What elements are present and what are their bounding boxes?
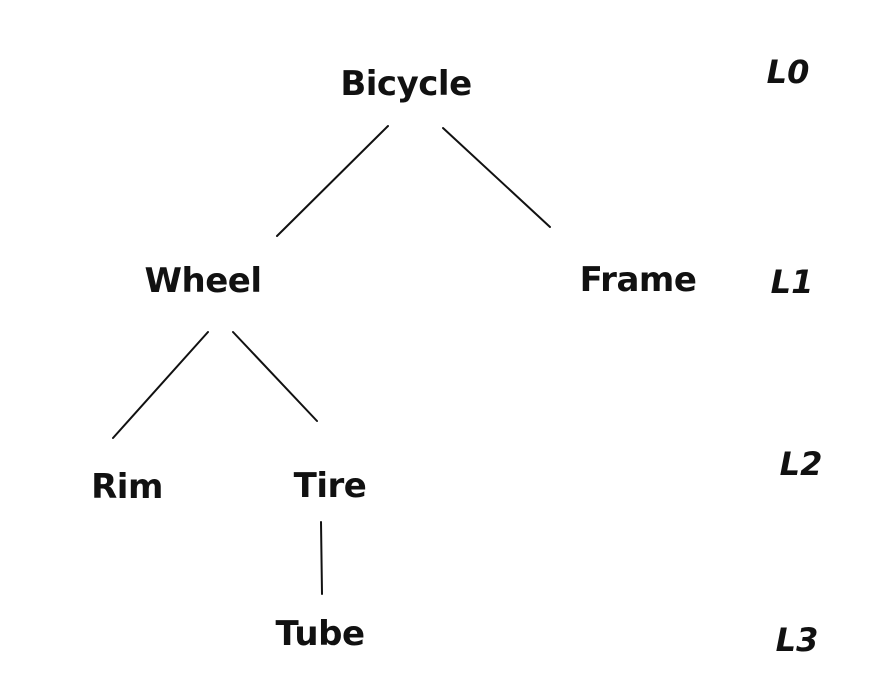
edge-tire-tube — [320, 521, 323, 595]
edge-bicycle-wheel — [276, 125, 389, 237]
node-tube: Tube — [275, 614, 365, 654]
level-label-l2: L2 — [779, 445, 823, 483]
node-tire: Tire — [293, 466, 367, 506]
node-frame: Frame — [579, 260, 697, 300]
node-wheel: Wheel — [144, 261, 262, 301]
level-label-l0: L0 — [766, 53, 810, 91]
edge-bicycle-frame — [442, 127, 551, 228]
level-label-l1: L1 — [770, 263, 814, 301]
node-bicycle: Bicycle — [340, 64, 472, 104]
edge-wheel-rim — [112, 331, 209, 439]
edge-wheel-tire — [232, 331, 318, 422]
node-rim: Rim — [91, 467, 163, 507]
level-label-l3: L3 — [775, 621, 819, 659]
